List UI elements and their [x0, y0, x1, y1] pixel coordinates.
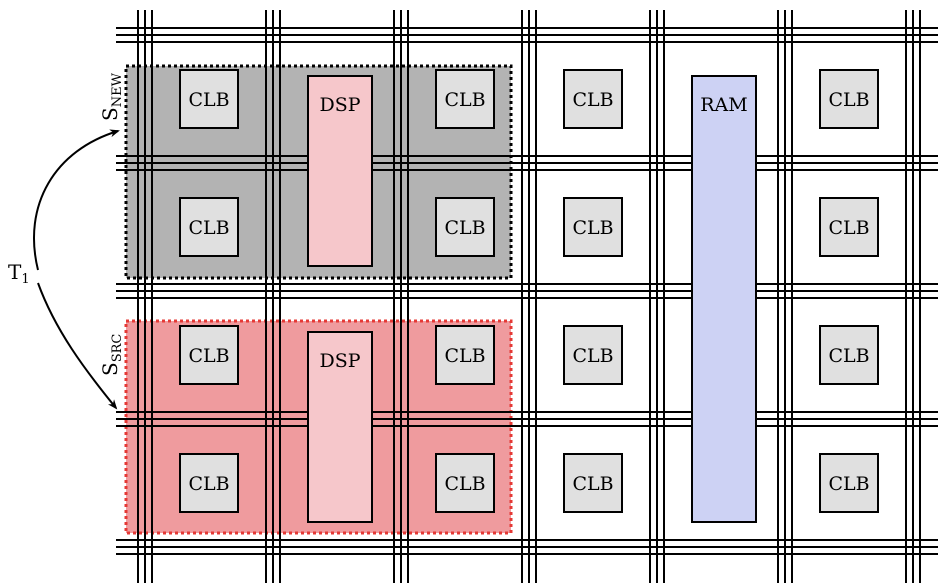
clb-block: CLB — [179, 453, 239, 513]
dsp-block-top — [307, 75, 373, 267]
routing-wires — [116, 10, 938, 583]
clb-label: CLB — [188, 89, 229, 111]
clb-box — [563, 325, 623, 385]
clb-block: CLB — [179, 197, 239, 257]
clb-label: CLB — [444, 89, 485, 111]
clb-label: CLB — [828, 89, 869, 111]
clb-label: CLB — [444, 345, 485, 367]
clb-box — [179, 69, 239, 129]
clb-block: CLB — [819, 325, 879, 385]
clb-block: CLB — [435, 453, 495, 513]
clb-grid: CLB CLB CLB CLB CLB CLB CLB CLB CLB CLB CLB CLB CLB C… — [179, 69, 879, 513]
region-s-new-label: SNEW — [98, 72, 125, 121]
clb-box — [819, 197, 879, 257]
clb-label: CLB — [188, 473, 229, 495]
arrow-to-s-new — [33, 129, 120, 271]
clb-box — [563, 69, 623, 129]
region-s-src-label: SSRC — [98, 334, 125, 376]
clb-box — [563, 453, 623, 513]
ram-block — [691, 75, 757, 523]
dsp-block-bottom — [307, 331, 373, 523]
clb-label: CLB — [572, 345, 613, 367]
clb-block: CLB — [563, 453, 623, 513]
clb-label: CLB — [444, 473, 485, 495]
clb-label: CLB — [572, 89, 613, 111]
ram-label: RAM — [700, 94, 747, 116]
clb-box — [179, 325, 239, 385]
clb-box — [819, 453, 879, 513]
clb-box — [179, 197, 239, 257]
clb-block: CLB — [819, 69, 879, 129]
clb-label: CLB — [828, 473, 869, 495]
clb-block: CLB — [179, 69, 239, 129]
clb-block: CLB — [179, 325, 239, 385]
clb-block: CLB — [563, 325, 623, 385]
arrow-to-s-src — [37, 282, 118, 410]
clb-box — [179, 453, 239, 513]
clb-block: CLB — [819, 453, 879, 513]
clb-box — [435, 197, 495, 257]
clb-label: CLB — [188, 345, 229, 367]
clb-label: CLB — [828, 217, 869, 239]
clb-box — [435, 325, 495, 385]
clb-label: CLB — [572, 217, 613, 239]
clb-box — [435, 453, 495, 513]
clb-box — [819, 69, 879, 129]
clb-box — [435, 69, 495, 129]
transform-label: T1 — [8, 260, 30, 287]
clb-block: CLB — [435, 325, 495, 385]
clb-box — [819, 325, 879, 385]
clb-label: CLB — [188, 217, 229, 239]
clb-block: CLB — [435, 197, 495, 257]
clb-block: CLB — [563, 197, 623, 257]
dsp-label-bottom: DSP — [319, 350, 360, 372]
clb-block: CLB — [435, 69, 495, 129]
clb-label: CLB — [444, 217, 485, 239]
clb-block: CLB — [563, 69, 623, 129]
clb-label: CLB — [828, 345, 869, 367]
clb-block: CLB — [819, 197, 879, 257]
clb-label: CLB — [572, 473, 613, 495]
clb-box — [563, 197, 623, 257]
dsp-label-top: DSP — [319, 94, 360, 116]
